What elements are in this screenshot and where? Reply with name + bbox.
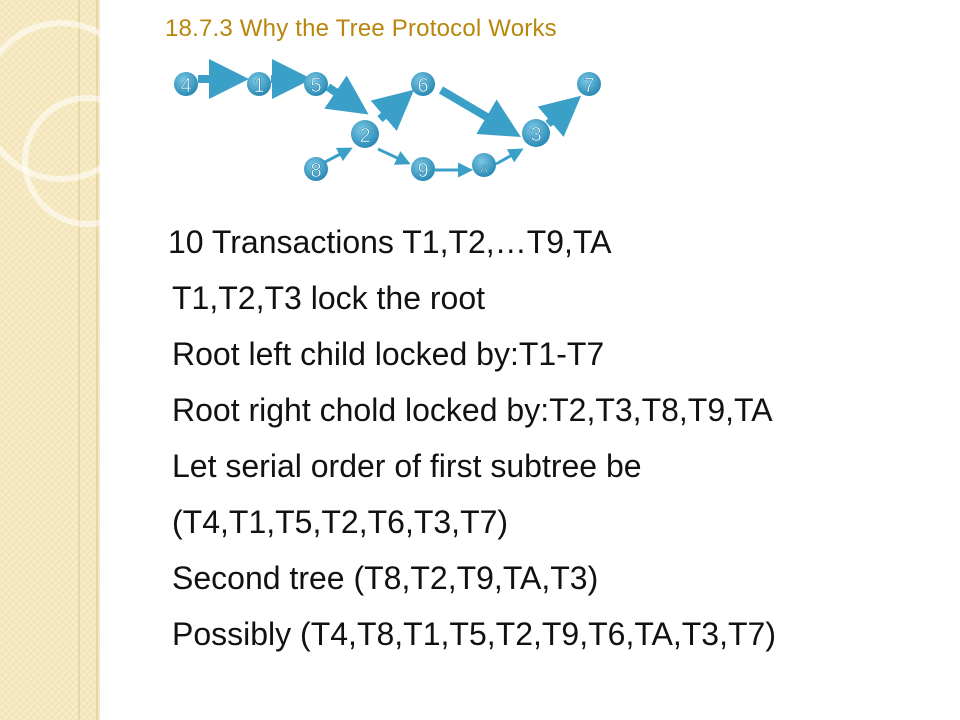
edge-2-9 (377, 147, 411, 165)
graph-node-9: 9 (411, 157, 435, 182)
edge-3-7 (537, 95, 582, 137)
edge-A-3 (495, 148, 524, 166)
graph-node-label: 1 (253, 75, 264, 97)
graph-node-circle (411, 157, 435, 181)
edge-8-2 (324, 147, 353, 164)
graph-node-circle (304, 72, 328, 96)
body-line-right-child: Root right chold locked by:T2,T3,T8,T9,T… (172, 392, 773, 428)
graph-node-circle (247, 72, 271, 96)
panel-divider-line (78, 0, 80, 720)
body-line-first-order: (T4,T1,T5,T2,T6,T3,T7) (172, 504, 509, 540)
graph-node-label: 4 (180, 75, 191, 97)
decorative-side-panel (0, 0, 100, 720)
graph-nodes: 4 1 5 2 6 3 7 8 9 A (174, 72, 601, 182)
graph-node-3: 3 (522, 119, 550, 147)
body-line-possible-order: Possibly (T4,T8,T1,T5,T2,T9,T6,TA,T3,T7) (172, 616, 776, 652)
graph-node-circle (304, 157, 328, 181)
graph-node-label: 6 (417, 75, 428, 97)
graph-node-label: A (480, 162, 488, 176)
body-line-second-tree: Second tree (T8,T2,T9,TA,T3) (172, 560, 599, 596)
edge-2-6 (370, 89, 415, 132)
edge-5-2 (324, 75, 369, 115)
graph-node-circle (174, 72, 198, 96)
graph-node-circle (522, 119, 550, 147)
graph-node-circle (577, 72, 601, 96)
graph-node-1: 1 (247, 72, 271, 97)
body-line-serial-order: Let serial order of first subtree be (172, 448, 642, 484)
body-line-transactions: 10 Transactions T1,T2,…T9,TA (168, 224, 612, 260)
graph-node-8: 8 (304, 157, 328, 182)
body-line-root-lock: T1,T2,T3 lock the root (172, 280, 486, 316)
graph-edges (198, 59, 582, 178)
graph-node-5: 5 (304, 72, 328, 97)
slide-body: 10 Transactions T1,T2,…T9,TA T1,T2,T3 lo… (168, 214, 776, 662)
graph-node-label: 2 (359, 125, 370, 147)
graph-node-circle (472, 153, 496, 177)
body-line-left-child: Root left child locked by:T1-T7 (172, 336, 605, 372)
graph-node-A: A (472, 153, 496, 177)
graph-node-7: 7 (577, 72, 601, 97)
graph-node-label: 5 (310, 75, 321, 97)
graph-node-6: 6 (411, 72, 435, 97)
graph-node-circle (351, 120, 379, 148)
graph-node-label: 3 (530, 124, 541, 146)
graph-node-circle (411, 72, 435, 96)
edge-6-3 (438, 86, 521, 138)
graph-node-label: 8 (310, 160, 321, 182)
graph-node-2: 2 (351, 120, 379, 148)
slide-title: 18.7.3 Why the Tree Protocol Works (165, 15, 557, 42)
graph-node-4: 4 (174, 72, 198, 97)
graph-node-label: 9 (417, 160, 428, 182)
panel-divider-line (96, 0, 98, 720)
graph-node-label: 7 (583, 75, 594, 97)
